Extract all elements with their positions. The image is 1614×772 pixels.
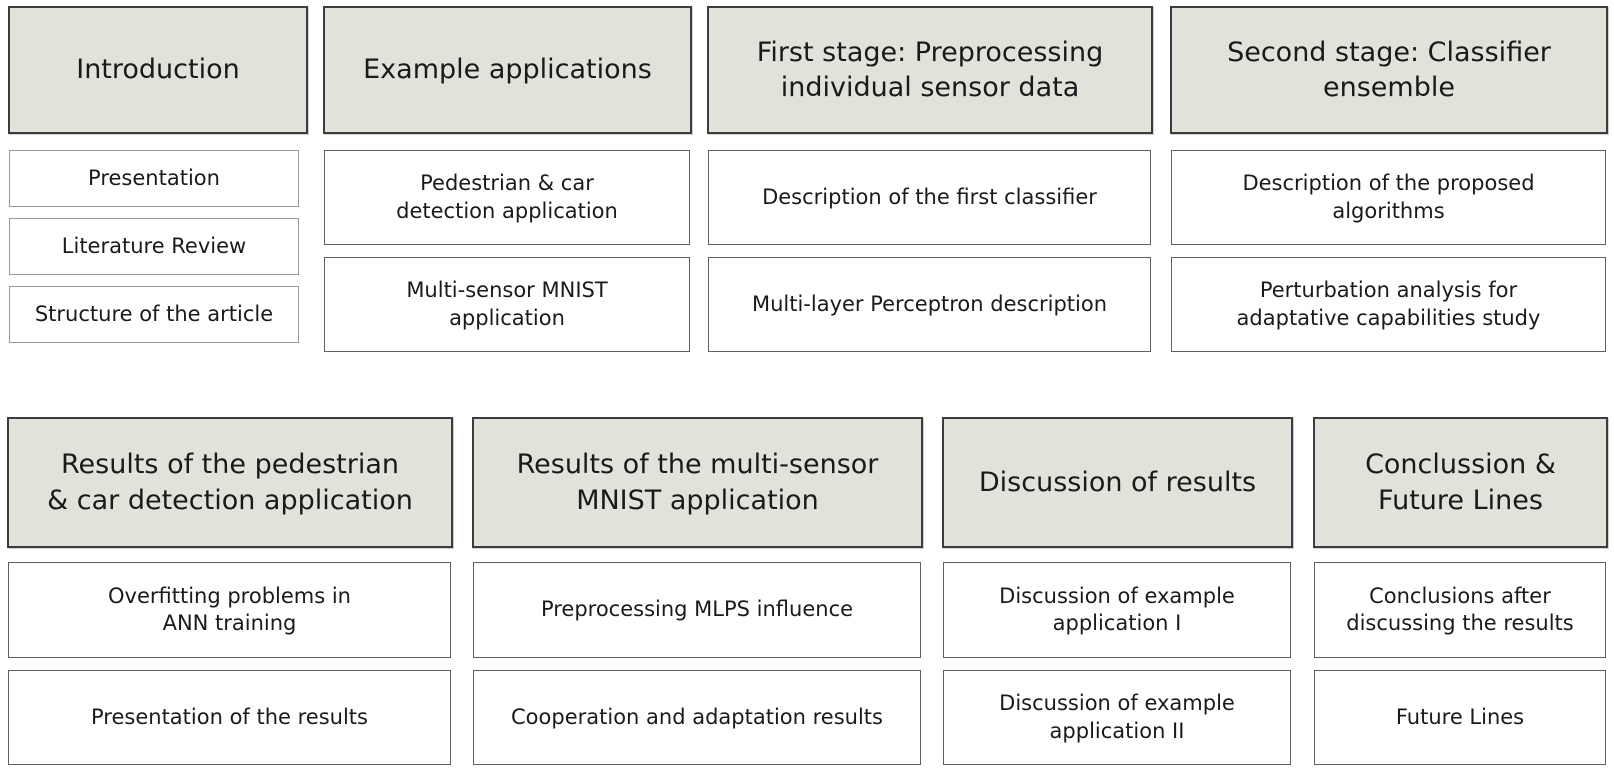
section-item-discussion-application-2: Discussion of example application II [943,670,1291,765]
section-item-conclusions-after-results: Conclusions after discussing the results [1314,562,1606,658]
section-item-structure-of-article: Structure of the article [9,286,299,343]
section-item-preprocessing-mlps: Preprocessing MLPS influence [473,562,921,658]
section-header-first-stage: First stage: Preprocessing individual se… [707,6,1153,134]
section-header-introduction: Introduction [8,6,308,134]
section-header-results-mnist: Results of the multi-sensor MNIST applic… [472,417,923,548]
section-item-perturbation-analysis: Perturbation analysis for adaptative cap… [1171,257,1606,352]
section-item-cooperation-adaptation: Cooperation and adaptation results [473,670,921,765]
section-item-literature-review: Literature Review [9,218,299,275]
section-item-presentation-of-results: Presentation of the results [8,670,451,765]
section-item-proposed-algorithms: Description of the proposed algorithms [1171,150,1606,245]
section-header-second-stage: Second stage: Classifier ensemble [1170,6,1608,134]
section-item-pedestrian-car-detection: Pedestrian & car detection application [324,150,690,245]
section-item-overfitting-ann: Overfitting problems in ANN training [8,562,451,658]
section-header-discussion-of-results: Discussion of results [942,417,1293,548]
section-item-mlp-description: Multi-layer Perceptron description [708,257,1151,352]
section-header-example-applications: Example applications [323,6,692,134]
section-item-multi-sensor-mnist: Multi-sensor MNIST application [324,257,690,352]
section-item-presentation: Presentation [9,150,299,207]
section-item-discussion-application-1: Discussion of example application I [943,562,1291,658]
section-header-results-pedestrian-car: Results of the pedestrian & car detectio… [7,417,453,548]
section-header-conclussion-future-lines: Conclussion & Future Lines [1313,417,1608,548]
section-item-first-classifier: Description of the first classifier [708,150,1151,245]
section-item-future-lines: Future Lines [1314,670,1606,765]
